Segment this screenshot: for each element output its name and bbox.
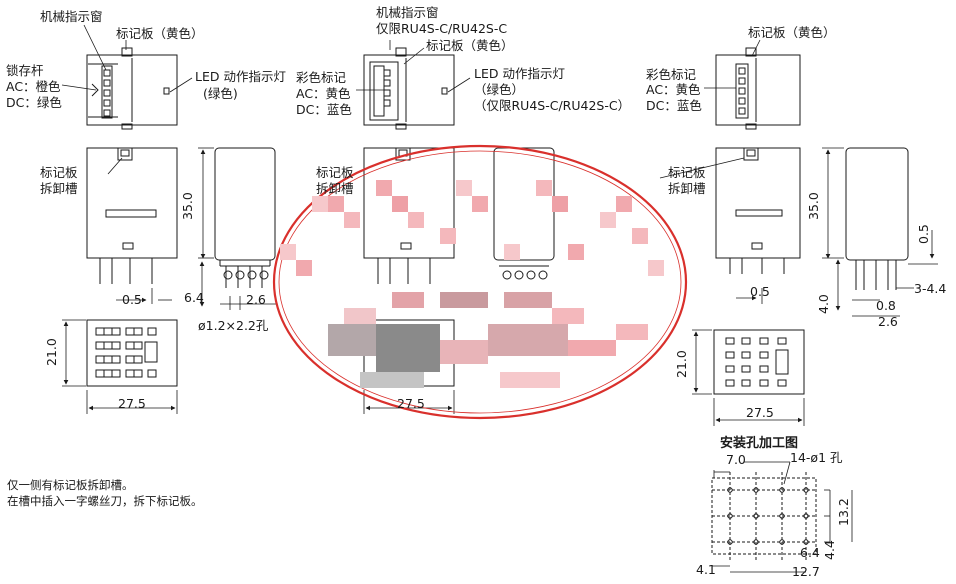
dim-height-35-left: 35.0 [180, 192, 195, 220]
label-led-2: LED 动作指示灯 [474, 66, 565, 81]
label-dc-blue-1: DC：蓝色 [296, 102, 352, 117]
label-marker-plate-1: 标记板（黄色） [116, 26, 204, 41]
label-dc-green: DC：绿色 [6, 95, 62, 110]
dim-14-holes: 14-ø1 孔 [790, 450, 843, 465]
side-view-right [845, 147, 909, 290]
front-view-middle [363, 147, 455, 284]
label-color-mark-1: 彩色标记 [296, 70, 347, 85]
label-mech-window-2: 机械指示窗 [376, 5, 439, 20]
dim-6-4-mount: 6.4 [800, 545, 820, 560]
dim-6-4-label: 6.4 [184, 290, 204, 305]
bottom-view-right [713, 329, 805, 395]
top-view-left [86, 47, 178, 130]
label-led-2-only: （仅限RU4S-C/RU42S-C） [474, 98, 631, 113]
dim-height-35-right: 35.0 [806, 192, 821, 220]
label-ac-yellow-2: AC：黄色 [646, 82, 701, 97]
dim-4-1: 4.1 [696, 562, 716, 577]
dim-7-0: 7.0 [726, 452, 746, 467]
stamp-ellipse [272, 144, 688, 420]
dim-27-5-left: 27.5 [118, 396, 146, 411]
label-plate-slot-2b: 拆卸槽 [316, 181, 354, 196]
dim-0-5-left: 0.5 [122, 292, 142, 307]
dim-27-5-middle: 27.5 [397, 396, 425, 411]
front-view-right [715, 147, 801, 274]
dim-2-6-right: 2.6 [878, 314, 898, 329]
leader-lines [61, 24, 761, 179]
label-led-1: LED 动作指示灯 [195, 69, 286, 84]
mounting-hole-pattern [711, 472, 817, 560]
label-plate-slot-1a: 标记板 [40, 165, 78, 180]
mounting-title: 安装孔加工图 [720, 436, 799, 451]
label-marker-plate-2: 标记板（黄色） [426, 38, 514, 53]
label-color-mark-2: 彩色标记 [646, 67, 697, 82]
label-plate-slot-3b: 拆卸槽 [668, 181, 706, 196]
front-view-left [86, 147, 178, 284]
label-led-2-green: （绿色） [474, 82, 525, 97]
dim-21-left: 21.0 [44, 338, 59, 366]
label-only-ru4s: 仅限RU4S-C/RU42S-C [376, 21, 508, 36]
dim-4-4: 4.4 [822, 540, 837, 560]
dim-0-5-right: 0.5 [750, 284, 770, 299]
bottom-view-left [86, 319, 178, 387]
note-line-2: 在槽中插入一字螺丝刀，拆下标记板。 [7, 494, 203, 508]
side-view-left [214, 147, 276, 288]
top-view-right [715, 47, 801, 130]
label-marker-plate-3: 标记板（黄色） [748, 25, 836, 40]
side-view-middle [493, 147, 555, 280]
dim-13-2: 13.2 [836, 498, 851, 526]
dim-12-7: 12.7 [792, 564, 820, 579]
label-plate-slot-1b: 拆卸槽 [40, 181, 78, 196]
dim-0-5-side: 0.5 [916, 224, 931, 244]
dim-3-4-4: 3-4.4 [914, 281, 947, 296]
dim-27-5-right: 27.5 [746, 405, 774, 420]
label-plate-slot-3a: 标记板 [668, 165, 706, 180]
dimension-lines [62, 147, 938, 573]
label-ac-yellow-1: AC：黄色 [296, 86, 351, 101]
dim-hole-size: ø1.2×2.2孔 [198, 318, 269, 333]
label-dc-blue-2: DC：蓝色 [646, 98, 702, 113]
dim-0-8: 0.8 [876, 298, 896, 313]
label-led-1-green: (绿色) [203, 86, 238, 101]
mounting-holes [727, 487, 809, 545]
label-mech-window-1: 机械指示窗 [40, 9, 103, 24]
label-lock-lever: 锁存杆 [6, 63, 44, 78]
dim-2-6-left: 2.6 [246, 292, 266, 307]
label-ac-orange: AC：橙色 [6, 79, 61, 94]
note-line-1: 仅一侧有标记板拆卸槽。 [7, 478, 134, 492]
label-plate-slot-2a: 标记板 [316, 165, 354, 180]
dim-21-right: 21.0 [674, 350, 689, 378]
dim-4-0: 4.0 [816, 294, 831, 314]
